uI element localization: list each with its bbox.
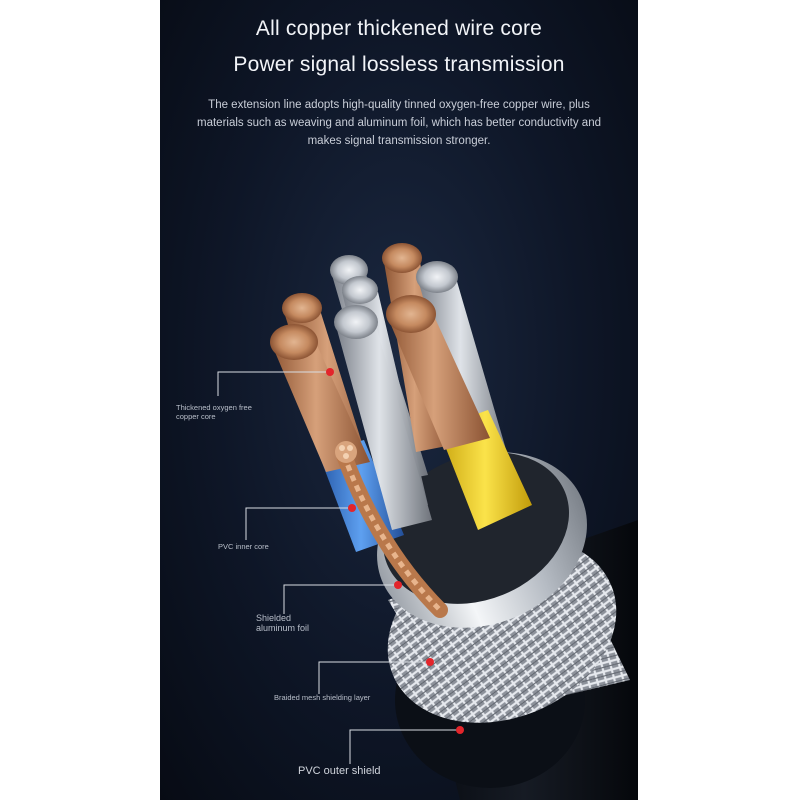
marker-pvc-inner (348, 504, 356, 512)
marker-foil (394, 581, 402, 589)
cable-illustration (217, 243, 638, 800)
callout-lines (217, 371, 460, 764)
marker-outer-shield (456, 726, 464, 734)
marker-braid (426, 658, 434, 666)
headline-title: All copper thickened wire core (255, 17, 543, 40)
headline-subtitle: Power signal lossless transmission (233, 53, 565, 76)
marker-copper-core (326, 368, 334, 376)
callout-label-outer-shield: PVC outer shield (298, 765, 381, 777)
callout-label-braid: Braided mesh shielding layer (274, 693, 371, 702)
callout-label-pvc-inner: PVC inner core (218, 542, 269, 551)
callout-markers (326, 368, 464, 734)
description-text: The extension line adopts high-quality t… (197, 99, 601, 147)
product-panel: All copper thickened wire core Power sig… (160, 0, 638, 800)
callout-label-copper-core: Thickened oxygen free copper core (176, 403, 252, 421)
bare-copper-strand (335, 441, 448, 618)
callout-label-foil: Shielded aluminum foil (256, 613, 310, 633)
front-conductors (270, 295, 490, 530)
